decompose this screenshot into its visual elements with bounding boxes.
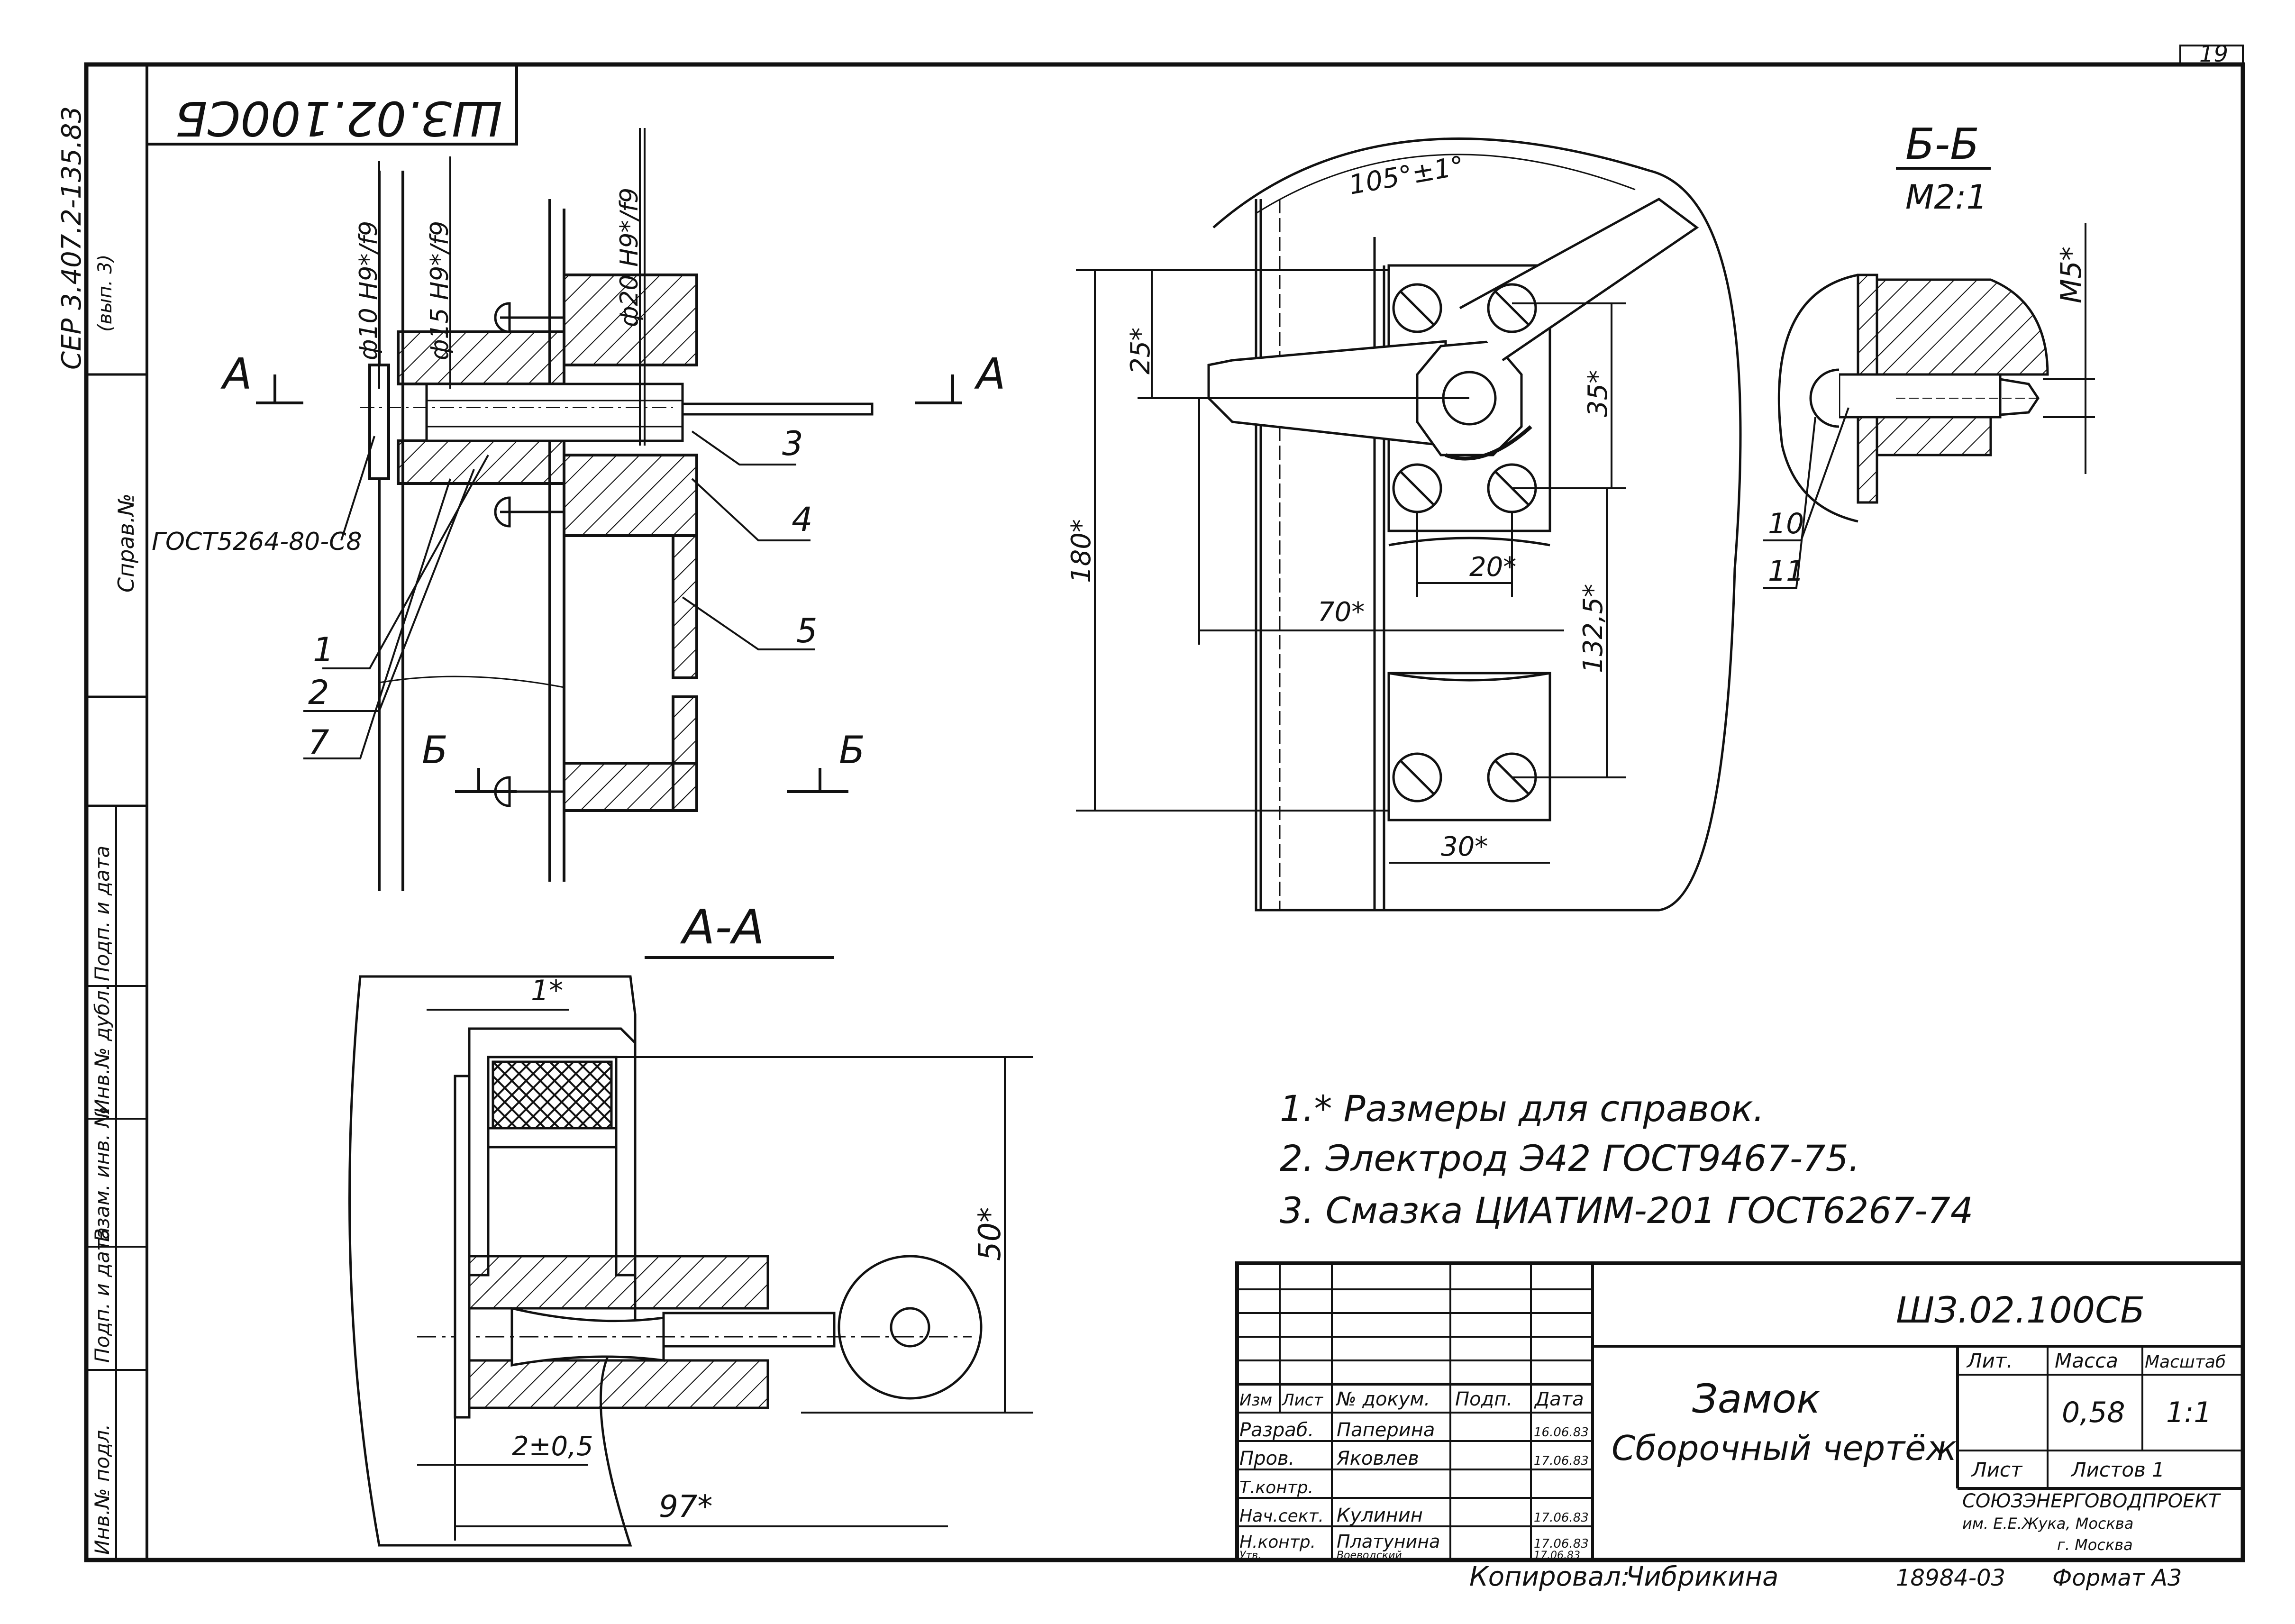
tb-row-name-4: Кулинин [1337, 1505, 1423, 1526]
callout-10: 10 [1768, 507, 1804, 540]
callout-2: 2 [308, 673, 329, 712]
section-bb-view [1763, 167, 2095, 589]
tb-row-role-5: Н.контр. [1239, 1533, 1316, 1552]
screw-heads [494, 302, 564, 807]
side-series-sub: (вып. 3) [94, 255, 116, 332]
bushing-part-1 [368, 330, 565, 485]
side-stamp-col-1: Инв.№ подл. [91, 1424, 114, 1555]
tb-row-date-2: 17.06.83 [1534, 1454, 1589, 1468]
footer-copier: Чибрикина [1626, 1561, 1778, 1592]
rotated-doc-code: ШЗ.02.100СБ [175, 91, 502, 146]
tb-col-doc: № докум. [1336, 1388, 1430, 1410]
tb-row-name-2: Яковлев [1336, 1448, 1419, 1469]
dim-70: 70* [1318, 597, 1365, 628]
side-stamp-col-5: Подп. и дата [91, 846, 114, 981]
tb-sheet-label: Лист [1971, 1458, 2023, 1481]
dim-aa-97: 97* [659, 1489, 712, 1524]
section-mark-b-left: Б [422, 728, 448, 772]
dim-d10: ф10 H9*/f9 [355, 221, 383, 360]
section-mark-a-right: А [974, 349, 1006, 399]
door-plate [378, 171, 565, 891]
section-arrows [256, 374, 962, 793]
dim-25: 25* [1125, 328, 1156, 374]
dim-aa-1: 1* [531, 974, 563, 1007]
tb-org-3: г. Москва [2057, 1536, 2133, 1554]
side-stamp-col-2: Подп. и дата [91, 1227, 114, 1363]
main-dim-lines [303, 128, 815, 759]
dim-30: 30* [1441, 831, 1488, 862]
callout-1: 1 [313, 630, 334, 669]
dim-1325: 132,5* [1578, 584, 1609, 673]
tb-row-role-1: Разраб. [1239, 1419, 1314, 1441]
top-view [1076, 137, 1742, 912]
dim-m5: М5* [2055, 246, 2088, 303]
page-number: 19 [2199, 41, 2228, 67]
tb-sheets-label: Листов 1 [2070, 1458, 2165, 1481]
callout-7: 7 [308, 723, 329, 762]
section-aa-view [348, 956, 1033, 1547]
tb-row-role-6: Утв. [1239, 1550, 1261, 1561]
sheet-frame [84, 45, 2245, 1562]
tb-col-izm: Изм [1239, 1391, 1272, 1410]
tb-row-role-4: Нач.сект. [1239, 1506, 1324, 1526]
footer-copied: Копировал: [1469, 1561, 1630, 1592]
side-sprav: Справ.№ [113, 493, 139, 593]
tb-row-date-6: 17.06.83 [1534, 1550, 1580, 1561]
body-part-5 [563, 274, 698, 812]
tb-row-name-5: Платунина [1337, 1531, 1440, 1552]
tb-scale-value: 1:1 [2166, 1396, 2212, 1429]
tb-name-2: Сборочный чертёж [1612, 1428, 1957, 1468]
top-view-dim-lines [1076, 154, 1636, 864]
callout-3: 3 [782, 424, 803, 463]
side-stamp-col-3: Взам. инв. № [91, 1107, 114, 1242]
main-section-view [256, 128, 962, 891]
tb-col-sign: Подп. [1455, 1388, 1512, 1410]
tb-col-list: Лист [1281, 1391, 1323, 1410]
dim-35: 35* [1583, 370, 1613, 417]
note-3: 3. Смазка ЦИАТИМ-201 ГОСТ6267-74 [1280, 1189, 1973, 1232]
footer-number: 18984-03 [1896, 1565, 2005, 1591]
dim-d15: ф15 H9*/f9 [426, 221, 454, 360]
tb-org-2: им. Е.Е.Жука, Москва [1962, 1515, 2133, 1533]
tb-lit: Лит. [1966, 1349, 2013, 1372]
section-bb-title: Б-Б [1905, 119, 1979, 169]
dim-aa-50: 50* [973, 1207, 1008, 1261]
gost-weld: ГОСТ5264-80-С8 [152, 528, 362, 556]
tb-row-name-1: Паперина [1337, 1419, 1435, 1441]
tb-row-name-6: Воеводский [1337, 1550, 1402, 1561]
dim-d20: ф20 H9*/f9 [615, 188, 644, 327]
dim-180: 180* [1066, 519, 1097, 583]
tb-mass-label: Масса [2055, 1349, 2118, 1372]
tb-mass-value: 0,58 [2062, 1396, 2125, 1429]
note-1: 1.* Размеры для справок. [1280, 1087, 1765, 1130]
callout-4: 4 [792, 500, 813, 539]
tb-name-1: Замок [1692, 1376, 1821, 1422]
side-series: СЕР 3.407.2-135.83 [56, 106, 87, 370]
side-stamp-col-4: Инв.№ дубл. [91, 984, 114, 1114]
section-aa-title: А-А [680, 899, 765, 955]
tb-doc-code: ШЗ.02.100СБ [1896, 1289, 2145, 1331]
section-mark-a-left: А [220, 349, 252, 399]
tb-scale-label: Масштаб [2145, 1352, 2226, 1372]
title-block [1235, 1261, 2245, 1562]
tb-org-1: СОЮЗЭНЕРГОВОДПРОЕКТ [1962, 1490, 2222, 1512]
callout-11: 11 [1768, 555, 1804, 588]
tb-row-date-1: 16.06.83 [1534, 1425, 1589, 1440]
footer-format: Формат А3 [2052, 1565, 2182, 1591]
section-bb-scale: М2:1 [1905, 178, 1987, 217]
tb-col-date: Дата [1534, 1388, 1584, 1410]
dim-20: 20* [1469, 552, 1516, 583]
tb-row-date-4: 17.06.83 [1534, 1511, 1589, 1525]
note-2: 2. Электрод Э42 ГОСТ9467-75. [1280, 1137, 1860, 1179]
top-view-screws [1392, 283, 1537, 803]
section-mark-b-right: Б [839, 728, 865, 772]
tb-row-date-5: 17.06.83 [1534, 1537, 1589, 1551]
tb-row-role-2: Пров. [1239, 1448, 1294, 1469]
tb-row-role-3: Т.контр. [1239, 1478, 1313, 1497]
dim-aa-2: 2±0,5 [512, 1431, 593, 1462]
callout-5: 5 [796, 611, 818, 650]
